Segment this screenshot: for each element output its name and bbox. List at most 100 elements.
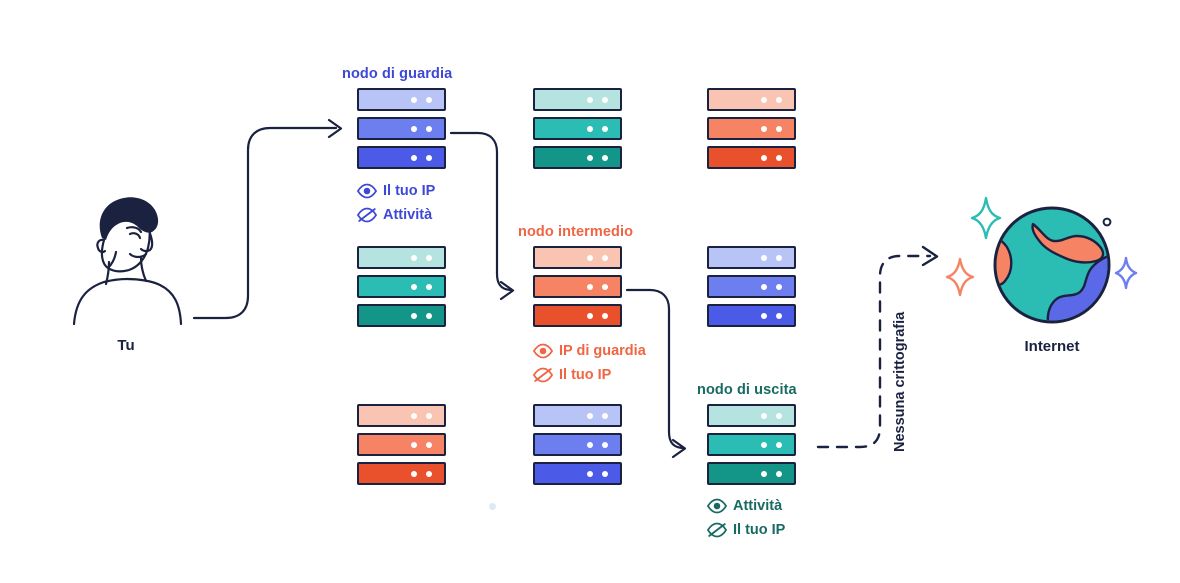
led-indicator bbox=[411, 283, 417, 290]
led-indicator bbox=[426, 470, 432, 477]
server-unit bbox=[533, 433, 622, 456]
server-unit bbox=[533, 304, 622, 327]
led-indicator bbox=[426, 254, 432, 261]
server-unit bbox=[357, 275, 446, 298]
connector-guard-to-middle bbox=[449, 131, 515, 301]
server-unit bbox=[357, 433, 446, 456]
server-unit bbox=[707, 462, 796, 485]
sparkle-blue-icon bbox=[1114, 256, 1138, 290]
legend-text: Attività bbox=[383, 207, 433, 223]
server-rack-r2c1[interactable] bbox=[357, 246, 446, 327]
led-indicator bbox=[776, 441, 782, 448]
server-unit bbox=[707, 404, 796, 427]
led-indicator bbox=[411, 312, 417, 319]
led-indicator bbox=[602, 254, 608, 261]
led-indicator bbox=[761, 312, 767, 319]
led-indicator bbox=[761, 96, 767, 103]
server-rack-r2c3[interactable] bbox=[707, 246, 796, 327]
led-indicator bbox=[426, 312, 432, 319]
led-indicator bbox=[761, 441, 767, 448]
dashed-arrowhead bbox=[921, 245, 939, 267]
led-indicator bbox=[602, 412, 608, 419]
node-legend-middle: IP di guardia Il tuo IP bbox=[533, 339, 646, 387]
server-rack-r1c2[interactable] bbox=[533, 88, 622, 169]
server-rack-r1c3[interactable] bbox=[707, 88, 796, 169]
server-unit bbox=[707, 433, 796, 456]
eye-icon bbox=[707, 498, 727, 514]
led-indicator bbox=[426, 96, 432, 103]
server-unit bbox=[707, 246, 796, 269]
legend-row-hidden: Il tuo IP bbox=[707, 518, 785, 542]
led-indicator bbox=[776, 254, 782, 261]
server-unit bbox=[357, 462, 446, 485]
led-indicator bbox=[602, 96, 608, 103]
led-indicator bbox=[776, 283, 782, 290]
eye-off-icon bbox=[533, 367, 553, 383]
server-unit bbox=[357, 246, 446, 269]
led-indicator bbox=[761, 470, 767, 477]
node-legend-guard: Il tuo IP Attività bbox=[357, 179, 435, 227]
no-encryption-label: Nessuna crittografia bbox=[892, 311, 908, 452]
led-indicator bbox=[761, 125, 767, 132]
eye-off-icon bbox=[707, 522, 727, 538]
node-label-exit: nodo di uscita bbox=[697, 382, 797, 398]
led-indicator bbox=[587, 470, 593, 477]
led-indicator bbox=[602, 154, 608, 161]
led-indicator bbox=[411, 125, 417, 132]
server-unit bbox=[707, 146, 796, 169]
server-unit bbox=[707, 275, 796, 298]
led-indicator bbox=[587, 283, 593, 290]
led-indicator bbox=[776, 125, 782, 132]
server-rack-r2c2[interactable] bbox=[533, 246, 622, 327]
server-rack-r3c2[interactable] bbox=[533, 404, 622, 485]
led-indicator bbox=[587, 254, 593, 261]
led-indicator bbox=[602, 470, 608, 477]
led-indicator bbox=[587, 154, 593, 161]
led-indicator bbox=[411, 412, 417, 419]
legend-row-visible: Attività bbox=[707, 494, 785, 518]
legend-row-visible: Il tuo IP bbox=[357, 179, 435, 203]
legend-text: Attività bbox=[733, 498, 783, 514]
led-indicator bbox=[602, 283, 608, 290]
led-indicator bbox=[602, 125, 608, 132]
node-label-guard: nodo di guardia bbox=[342, 66, 453, 82]
led-indicator bbox=[426, 154, 432, 161]
eye-off-icon bbox=[357, 207, 377, 223]
led-indicator bbox=[426, 412, 432, 419]
legend-text: IP di guardia bbox=[559, 343, 646, 359]
led-indicator bbox=[426, 441, 432, 448]
legend-row-visible: IP di guardia bbox=[533, 339, 646, 363]
server-unit bbox=[533, 404, 622, 427]
led-indicator bbox=[776, 96, 782, 103]
server-unit bbox=[533, 462, 622, 485]
sparkle-teal-icon bbox=[970, 196, 1002, 240]
server-unit bbox=[707, 304, 796, 327]
connector-exit-to-internet bbox=[816, 254, 932, 449]
led-indicator bbox=[761, 412, 767, 419]
led-indicator bbox=[587, 125, 593, 132]
user-illustration bbox=[72, 224, 183, 326]
led-indicator bbox=[411, 154, 417, 161]
server-unit bbox=[357, 117, 446, 140]
led-indicator bbox=[411, 96, 417, 103]
legend-text: Il tuo IP bbox=[559, 367, 612, 383]
led-indicator bbox=[426, 283, 432, 290]
led-indicator bbox=[602, 441, 608, 448]
user-hair bbox=[99, 197, 159, 240]
user-caption: Tu bbox=[117, 337, 135, 354]
led-indicator bbox=[587, 441, 593, 448]
led-indicator bbox=[587, 96, 593, 103]
server-rack-r1c1[interactable] bbox=[357, 88, 446, 169]
sparkle-orange-icon bbox=[945, 257, 975, 297]
server-unit bbox=[357, 404, 446, 427]
server-rack-r3c1[interactable] bbox=[357, 404, 446, 485]
led-indicator bbox=[411, 441, 417, 448]
led-indicator bbox=[776, 412, 782, 419]
led-indicator bbox=[761, 154, 767, 161]
decorative-dot bbox=[489, 503, 496, 510]
server-rack-r3c3[interactable] bbox=[707, 404, 796, 485]
connector-user-to-guard bbox=[192, 118, 343, 320]
server-unit bbox=[533, 275, 622, 298]
led-indicator bbox=[602, 312, 608, 319]
